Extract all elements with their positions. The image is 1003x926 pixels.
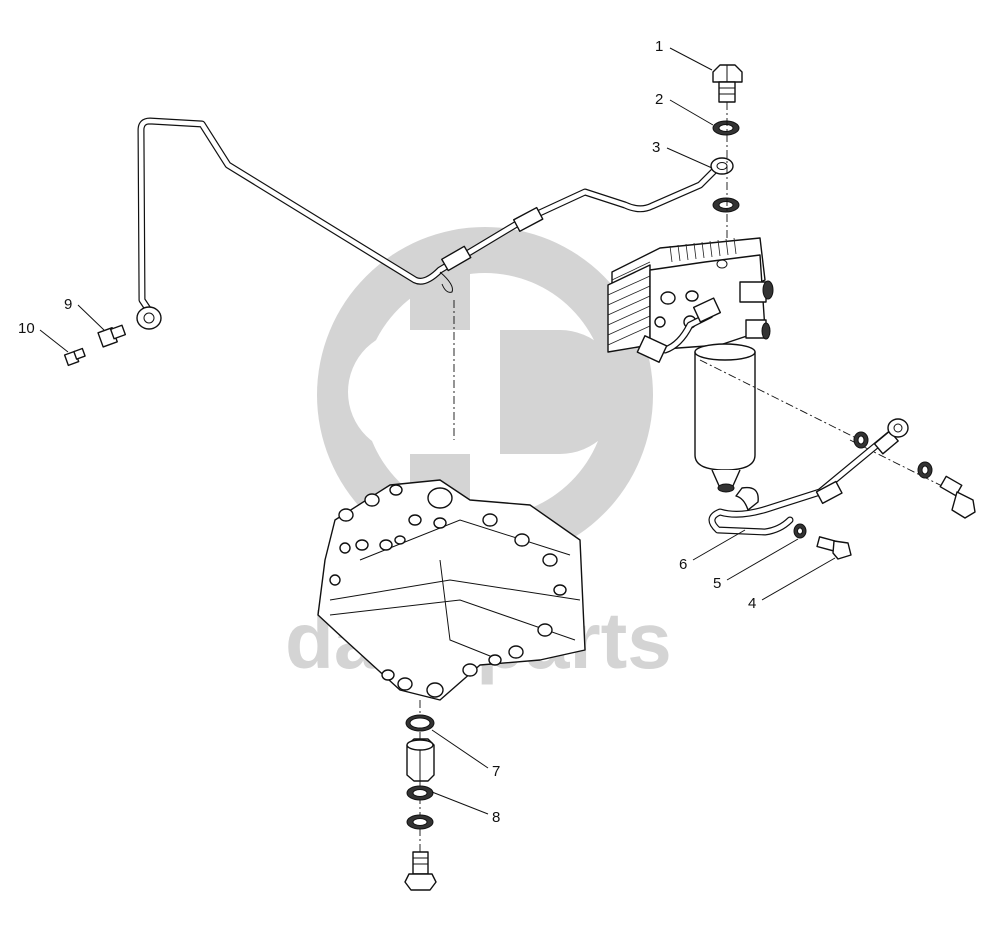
bolt-10 [63, 347, 86, 367]
bolt-4 [816, 536, 852, 560]
return-pipe-6 [708, 418, 909, 536]
banjo-bolt-lower-right [939, 475, 976, 519]
callout-1: 1 [655, 38, 713, 71]
washer-lower-right-b [917, 461, 933, 479]
banjo-bolt-1 [712, 64, 743, 103]
callout-label-6: 6 [679, 556, 687, 573]
callout-10: 10 [18, 320, 69, 353]
o-ring-5 [793, 523, 807, 539]
banjo-bolt-bottom [404, 851, 437, 891]
callout-label-7: 7 [492, 763, 500, 780]
callout-label-4: 4 [748, 595, 756, 612]
callout-label-2: 2 [655, 91, 663, 108]
callout-label-3: 3 [652, 139, 660, 156]
callout-7: 7 [431, 729, 500, 780]
oil-cooler-filter-head [607, 237, 774, 493]
banjo-bolt-9 [97, 324, 127, 348]
callout-8: 8 [431, 791, 500, 826]
engine-block-housing [317, 479, 586, 701]
adapter-nut [406, 738, 435, 782]
callout-label-9: 9 [64, 296, 72, 313]
sealing-washer-lower [712, 197, 740, 213]
long-oil-pipe [136, 117, 734, 330]
callout-5: 5 [713, 538, 799, 592]
callout-9: 9 [64, 296, 105, 331]
callout-6: 6 [679, 529, 746, 573]
washer-lower-right-a [853, 431, 869, 449]
callout-label-5: 5 [713, 575, 721, 592]
sealing-ring-7 [405, 714, 435, 732]
sealing-washer-8a [406, 785, 434, 801]
callout-label-8: 8 [492, 809, 500, 826]
sealing-washer-8b [406, 814, 434, 830]
callout-4: 4 [748, 557, 836, 612]
callout-3: 3 [652, 139, 713, 169]
callout-label-1: 1 [655, 38, 663, 55]
callout-label-10: 10 [18, 320, 35, 337]
sealing-washer-2 [712, 120, 740, 136]
callout-2: 2 [655, 91, 714, 126]
